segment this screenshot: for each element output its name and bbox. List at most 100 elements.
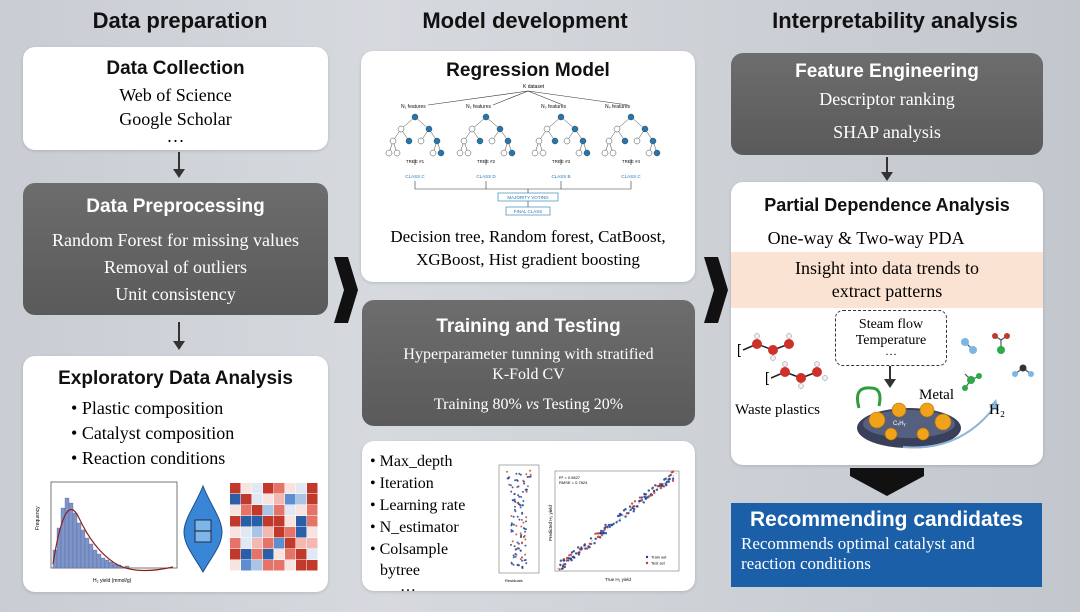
conditions-dashed-box: Steam flow Temperature …: [835, 310, 947, 366]
final-class-label: FINAL CLASS: [514, 209, 543, 214]
heatmap-cell: [252, 538, 263, 549]
tree-node: [613, 125, 621, 133]
scatter-point: [640, 496, 644, 499]
scatter-point: [590, 542, 593, 546]
residual-point: [515, 479, 518, 481]
scatter-point: [633, 508, 636, 511]
residual-point: [522, 490, 524, 493]
heatmap-cell: [241, 516, 252, 527]
scatter-point: [586, 547, 589, 550]
heatmap-cell: [252, 494, 263, 505]
residual-point: [519, 558, 522, 561]
scatter-point: [646, 496, 649, 499]
residual-point: [521, 504, 524, 507]
residual-point: [510, 523, 513, 526]
heatmap-cell: [274, 483, 285, 494]
tree-node: [601, 149, 609, 157]
feature-label-4: N₄ features: [605, 104, 631, 110]
residual-point: [523, 534, 526, 537]
scatter-point: [632, 510, 635, 513]
pda-subline: One-way & Two-way PDA: [767, 228, 965, 248]
scatter-point: [593, 542, 596, 545]
residual-point: [514, 548, 517, 551]
residual-point: [517, 547, 519, 549]
arrow-conditions-to-reaction: [884, 366, 896, 388]
residual-point: [516, 502, 519, 505]
heatmap-cell: [252, 505, 263, 516]
hyperparameter-4: • N_estimator: [370, 519, 459, 536]
data-collection-heading: Data Collection: [106, 58, 245, 79]
scatter-point: [565, 559, 568, 562]
scatter-point: [660, 484, 663, 488]
heatmap-cell: [285, 527, 296, 538]
scatter-point: [600, 534, 604, 537]
catalyst-reaction-icon: CₓHᵧ H₂: [856, 386, 961, 448]
residual-point: [516, 563, 519, 566]
scatter-point: [583, 543, 586, 546]
hyperparameter-1: • Max_depth: [370, 453, 453, 470]
residual-point: [515, 533, 518, 536]
residual-point: [513, 493, 516, 496]
scatter-point: [576, 546, 580, 549]
residual-point: [529, 475, 532, 478]
scatter-ylabel: Predicted H₂ yield: [548, 505, 553, 541]
tree-node: [539, 149, 547, 157]
conditions-ellipsis: …: [885, 344, 897, 358]
heatmap-cell: [252, 516, 263, 527]
residual-point: [515, 472, 518, 475]
heatmap-cell: [274, 527, 285, 538]
heatmap-cell: [241, 549, 252, 560]
feature-engineering-line-1: Descriptor ranking: [819, 89, 955, 109]
parity-scatter-plot: R² = 0.9827 RMSE = 0.7824 Train set Test…: [548, 470, 680, 582]
residual-point: [523, 559, 526, 562]
scatter-point: [594, 537, 597, 540]
residual-point: [516, 541, 519, 544]
models-line-2: XGBoost, Hist gradient boosting: [416, 250, 640, 269]
tree-node: [633, 137, 641, 145]
residual-point: [526, 476, 529, 478]
tree-label: TREE #2: [477, 159, 496, 164]
residual-point: [522, 527, 525, 530]
metal-label: Metal: [919, 387, 954, 403]
feature-engineering-line-2: SHAP analysis: [833, 122, 941, 142]
scatter-point: [607, 523, 611, 527]
residual-point: [510, 515, 513, 517]
scatter-point: [608, 525, 611, 529]
scatter-point: [594, 532, 597, 535]
tree-node: [563, 137, 571, 145]
scatter-point: [629, 508, 632, 511]
scatter-point: [656, 484, 659, 488]
insight-line-2: extract patterns: [831, 281, 943, 301]
tree-node: [393, 149, 401, 157]
eda-box: Exploratory Data Analysis • Plastic comp…: [23, 356, 328, 592]
scatter-point: [665, 484, 668, 487]
data-preprocessing-heading: Data Preprocessing: [86, 196, 265, 217]
residual-point: [518, 472, 521, 475]
heatmap-cell: [241, 538, 252, 549]
scatter-point: [664, 477, 667, 480]
scatter-point: [654, 484, 657, 487]
scatter-point: [562, 563, 565, 566]
residual-point: [519, 532, 522, 535]
column-title-model-development: Model development: [422, 8, 628, 33]
scatter-point: [624, 515, 627, 518]
scatter-point: [630, 502, 634, 505]
heatmap-cell: [252, 483, 263, 494]
residual-point: [522, 521, 525, 524]
scatter-point: [596, 532, 599, 535]
plastic-polymer-icon: [ [: [737, 333, 828, 389]
tree-node: [496, 125, 504, 133]
scatter-point: [572, 550, 575, 553]
feature-label-2: N₂ features: [466, 104, 492, 110]
heatmap-cell: [296, 549, 307, 560]
scatter-point: [562, 559, 565, 562]
tree-node: [557, 113, 565, 121]
residual-point: [524, 538, 527, 541]
histogram-ylabel: Frequency: [35, 506, 41, 530]
tree-node: [405, 137, 413, 145]
tree-node: [649, 137, 657, 145]
scatter-point: [659, 482, 662, 486]
scatter-point: [616, 514, 620, 518]
heatmap-cell: [241, 483, 252, 494]
residual-point: [510, 490, 513, 493]
